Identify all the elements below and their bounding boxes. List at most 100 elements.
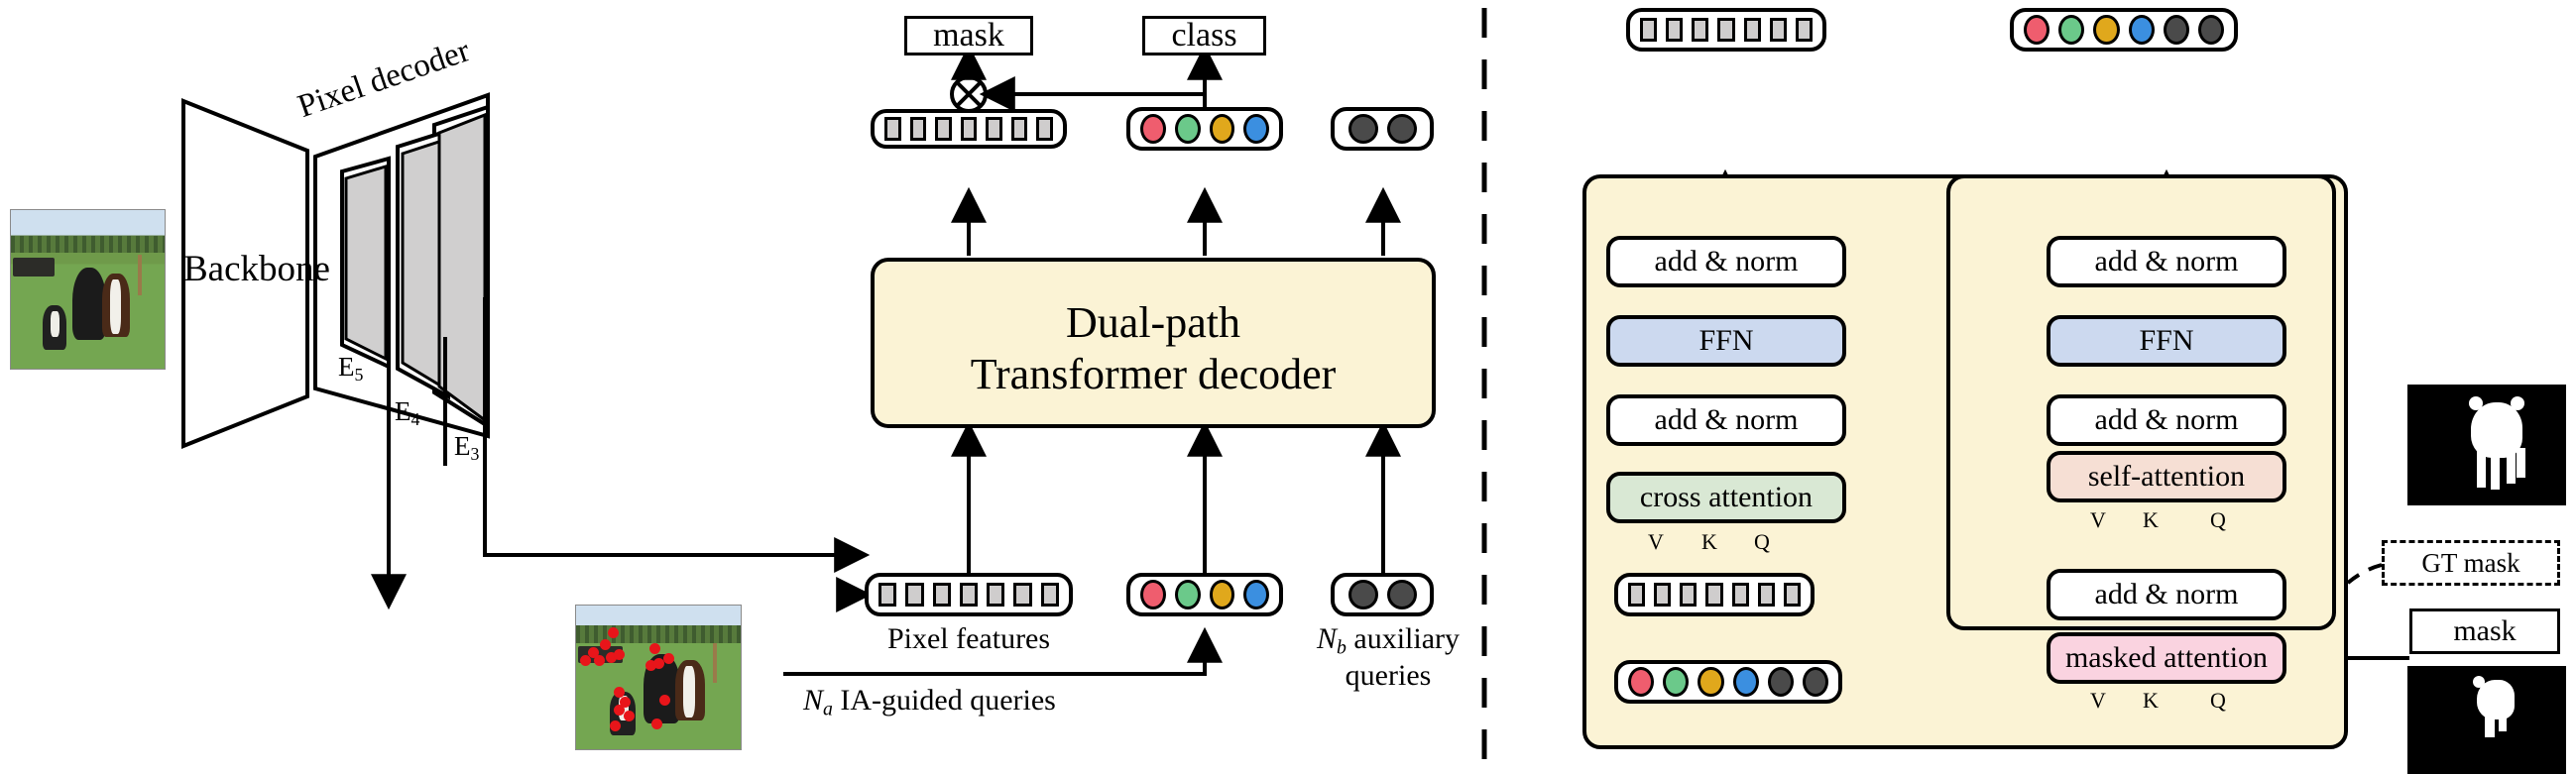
query-point	[580, 655, 591, 666]
query-token	[1767, 667, 1794, 697]
gt-mask-box[interactable]: GT mask	[2382, 540, 2560, 586]
rp-ca-k-label: K	[1701, 529, 1717, 554]
rp-pixel-tokens-row-bottom[interactable]	[1614, 573, 1815, 616]
query-point	[614, 705, 625, 716]
query-point	[659, 695, 670, 706]
pixel-token	[1783, 583, 1801, 607]
query-token	[1627, 667, 1655, 697]
rp-ca-v-label: V	[1648, 529, 1664, 554]
rp-right-masked-attention[interactable]: masked attention	[2047, 632, 2286, 684]
pixel-token	[1013, 583, 1032, 607]
class-output-label: class	[1171, 17, 1237, 54]
rp-left-add-norm-2[interactable]: add & norm	[1606, 236, 1846, 287]
class-output-box[interactable]: class	[1142, 16, 1266, 55]
query-point	[649, 643, 660, 654]
query-token	[2023, 15, 2050, 45]
ia-queries-row-bottom[interactable]	[1126, 573, 1283, 616]
query-token	[1209, 114, 1235, 144]
query-point	[614, 649, 625, 660]
ia-queries-row-top[interactable]	[1126, 107, 1283, 151]
decoder-box-label: Dual-path Transformer decoder	[970, 298, 1337, 398]
mask-box-right[interactable]: mask	[2409, 608, 2560, 654]
e4-map	[401, 137, 447, 391]
query-token	[1663, 667, 1690, 697]
e3-label: E3	[454, 431, 480, 464]
query-point	[594, 655, 605, 666]
pixel-token	[909, 117, 927, 141]
query-token	[1386, 580, 1417, 609]
pixel-token	[1692, 18, 1709, 42]
pixel-token	[935, 117, 952, 141]
pixel-token	[1628, 583, 1646, 607]
e5-label: E5	[338, 352, 364, 385]
pixel-token	[883, 117, 901, 141]
rp-sa-q-label: Q	[2210, 507, 2226, 532]
rp-right-self-attention[interactable]: self-attention	[2047, 451, 2286, 502]
predicted-mask-image	[2407, 666, 2566, 774]
rp-right-add-norm-1[interactable]: add & norm	[2047, 569, 2286, 620]
pixel-token	[1640, 18, 1658, 42]
pixel-features-label: Pixel features	[886, 622, 1051, 655]
rp-ma-k-label: K	[2143, 688, 2159, 713]
aux-queries-row-top[interactable]	[1331, 107, 1434, 151]
backbone-label: Backbone	[183, 249, 330, 289]
rp-pixel-tokens-row-top[interactable]	[1626, 8, 1826, 52]
rp-ma-q-label: Q	[2210, 688, 2226, 713]
rp-left-ffn[interactable]: FFN	[1606, 315, 1846, 367]
pixel-features-row[interactable]	[865, 573, 1073, 616]
pixel-token	[986, 117, 1002, 141]
query-token	[1174, 580, 1201, 609]
e4-label: E4	[395, 396, 420, 429]
rp-ca-q-label: Q	[1754, 529, 1770, 554]
query-point	[588, 647, 599, 658]
e4-frame	[396, 128, 450, 400]
multiply-glyph	[956, 81, 982, 107]
query-point	[653, 658, 664, 669]
query-token	[1140, 580, 1166, 609]
query-point	[614, 687, 625, 698]
rp-queries-row-top[interactable]	[2010, 8, 2238, 52]
rp-queries-row-bottom[interactable]	[1614, 660, 1842, 704]
query-point	[600, 639, 611, 650]
query-point	[620, 697, 631, 708]
query-token	[1802, 667, 1829, 697]
rp-right-add-norm-2[interactable]: add & norm	[2047, 394, 2286, 446]
query-token	[1347, 114, 1378, 144]
rp-right-add-norm-3[interactable]: add & norm	[2047, 236, 2286, 287]
pixel-token	[1717, 18, 1735, 42]
pixel-token	[1040, 583, 1059, 607]
pixel-token	[878, 583, 897, 607]
pixel-token	[987, 583, 1005, 607]
query-token	[2058, 15, 2085, 45]
e5-map	[344, 164, 388, 362]
query-token	[2197, 15, 2225, 45]
dual-path-decoder-box[interactable]: Dual-path Transformer decoder	[871, 258, 1436, 428]
query-token	[1140, 114, 1166, 144]
query-token	[2093, 15, 2120, 45]
pixel-token	[1654, 583, 1672, 607]
query-token	[1243, 580, 1269, 609]
mask-output-label: mask	[933, 17, 1004, 54]
pixel-token	[1010, 117, 1028, 141]
mask-output-box[interactable]: mask	[904, 16, 1033, 55]
query-point	[606, 652, 617, 663]
query-token	[1209, 580, 1235, 609]
pixel-token	[1705, 583, 1723, 607]
pixel-decoder-label: Pixel decoder	[293, 33, 475, 126]
query-token	[1347, 580, 1378, 609]
pixel-token	[1731, 583, 1749, 607]
pixel-token	[905, 583, 924, 607]
query-token	[1174, 114, 1201, 144]
rp-right-ffn[interactable]: FFN	[2047, 315, 2286, 367]
pixel-tokens-row-top[interactable]	[871, 109, 1067, 149]
query-token	[1243, 114, 1269, 144]
pixel-token	[1743, 18, 1761, 42]
multiply-node	[950, 75, 988, 113]
e3-map	[437, 112, 487, 423]
query-token	[2128, 15, 2155, 45]
rp-left-add-norm-1[interactable]: add & norm	[1606, 394, 1846, 446]
pixel-token	[1757, 583, 1775, 607]
aux-queries-row-bottom[interactable]	[1331, 573, 1434, 616]
pixel-token	[960, 117, 978, 141]
rp-left-cross-attention[interactable]: cross attention	[1606, 472, 1846, 523]
